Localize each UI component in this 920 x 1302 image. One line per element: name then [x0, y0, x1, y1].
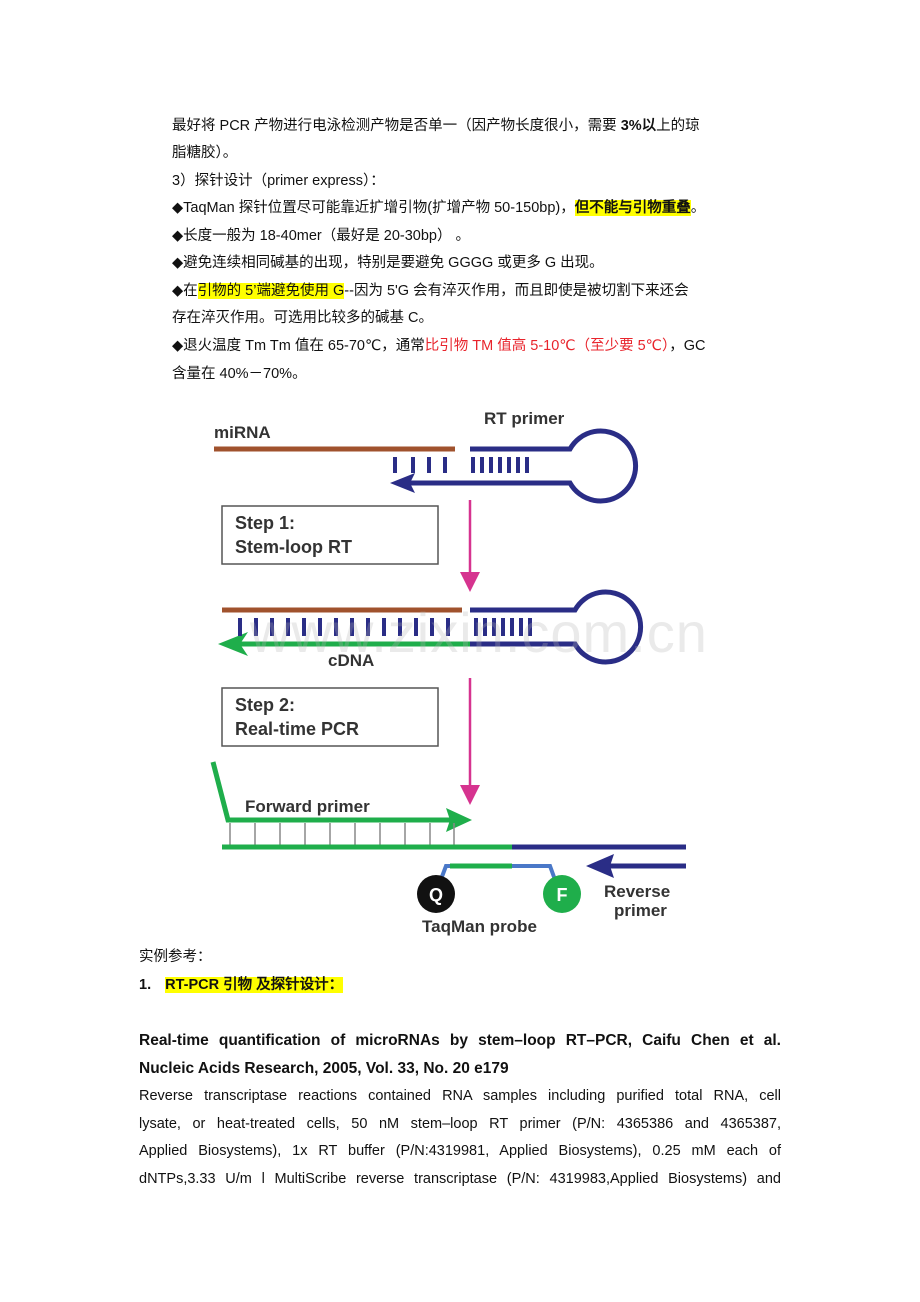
red-text: 比引物 TM 值高 5-10℃（至少要 5℃）: [424, 338, 670, 354]
section-heading: 3）探针设计（primer express）：: [172, 173, 385, 189]
citation-line: Nucleic Acids Research, 2005, Vol. 33, N…: [139, 1060, 509, 1077]
rt-primer-label: RT primer: [484, 409, 565, 428]
text-line: 最好将 PCR 产物进行电泳检测产物是否单一（因产物长度很小，需要 3%以上的琼: [172, 118, 700, 134]
svg-text:primer: primer: [614, 901, 667, 920]
text-line: 脂糖胶）。: [172, 145, 238, 161]
bullet-item: ◆在引物的 5’端避免使用 G--因为 5'G 会有淬灭作用，而且即使是被切割下…: [172, 283, 689, 299]
highlight: RT-PCR 引物 及探针设计：: [165, 977, 344, 993]
svg-text:Q: Q: [429, 885, 443, 905]
forward-primer: [210, 761, 455, 823]
rt-primer-stem-loop: [410, 428, 639, 504]
fluorophore-icon: [543, 875, 581, 913]
highlight: 但不能与引物重叠: [574, 200, 691, 216]
svg-text:Step 1:: Step 1:: [235, 513, 295, 533]
quencher-icon: [417, 875, 455, 913]
text-line: 含量在 40%－70%。: [172, 366, 307, 382]
step1-box: [221, 505, 439, 565]
taqman-probe-label: TaqMan probe: [422, 917, 537, 936]
citation-line: Real-time quantification of microRNAs by…: [139, 1032, 781, 1049]
rt-primer-arrowhead: [390, 473, 415, 493]
step2-box: [221, 687, 439, 747]
bullet-item: ◆避免连续相同碱基的出现，特别是要避免 GGGG 或更多 G 出现。: [172, 255, 604, 271]
body-line: dNTPs,3.33 U/m l MultiScribe reverse tra…: [139, 1171, 781, 1187]
bullet-item: ◆退火温度 Tm Tm 值在 65-70℃，通常比引物 TM 值高 5-10℃（…: [172, 338, 706, 354]
body-line: lysate, or heat-treated cells, 50 nM ste…: [139, 1116, 781, 1132]
svg-text:Step 2:: Step 2:: [235, 695, 295, 715]
forward-primer-label: Forward primer: [245, 797, 370, 816]
base-pairs: [393, 457, 529, 473]
mirna-label: miRNA: [214, 423, 271, 442]
example-item-1: 1.RT-PCR 引物 及探针设计：: [139, 977, 344, 993]
svg-text:Real-time PCR: Real-time PCR: [235, 719, 359, 739]
stem-loop-rt-pcr-diagram: miRNA RT primer Step 1: Stem-loop RT cDN…: [210, 409, 686, 936]
highlight: 引物的 5’端避免使用 G: [197, 283, 345, 299]
bullet-item: ◆长度一般为 18-40mer（最好是 20-30bp） 。: [172, 228, 471, 244]
cdna-arrowhead: [218, 632, 248, 656]
bullet-item: ◆TaqMan 探针位置尽可能靠近扩增引物(扩增产物 50-150bp)，但不能…: [172, 200, 706, 216]
body-line: Applied Biosystems), 1x RT buffer (P/N:4…: [139, 1143, 781, 1159]
reverse-primer-label: Reverse: [604, 882, 670, 901]
cdna-label: cDNA: [328, 651, 374, 670]
svg-text:F: F: [557, 885, 568, 905]
svg-text:Stem-loop RT: Stem-loop RT: [235, 537, 352, 557]
examples-heading: 实例参考：: [139, 949, 212, 965]
text-line: 存在淬灭作用。可选用比较多的碱基 C。: [172, 310, 433, 326]
body-line: Reverse transcriptase reactions containe…: [139, 1088, 781, 1104]
